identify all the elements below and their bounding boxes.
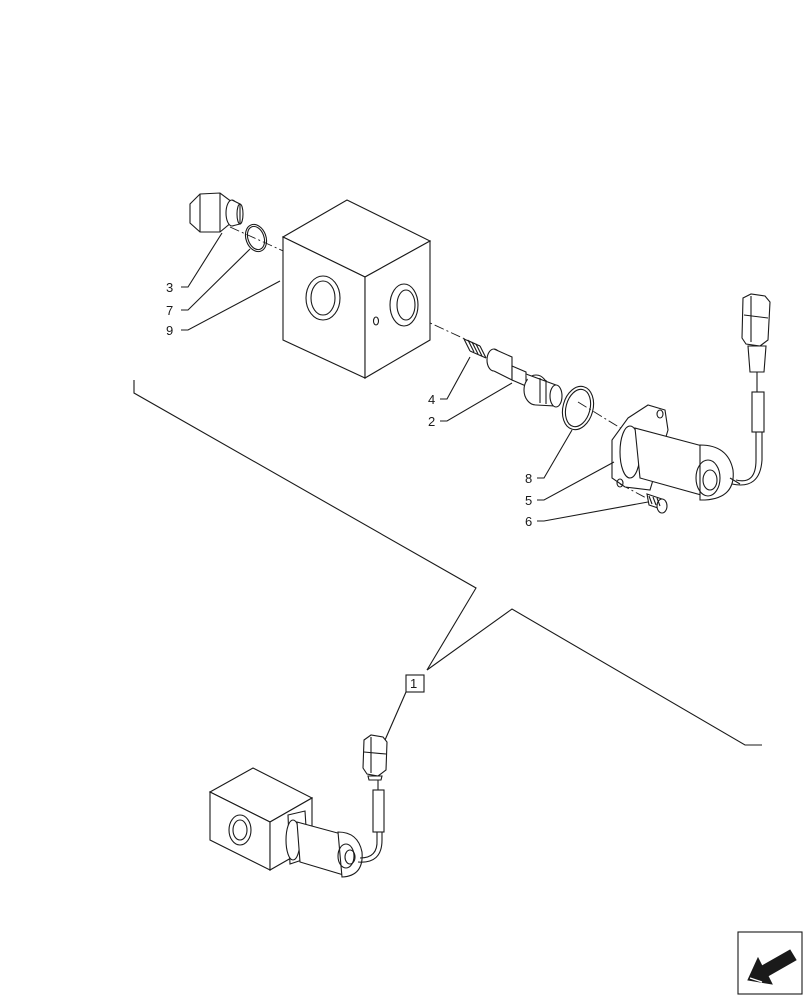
detail-leader-lines	[133, 380, 762, 746]
spool-part-2	[486, 348, 563, 408]
callout-1: 1	[410, 676, 417, 691]
screw-part-6	[646, 493, 668, 514]
o-ring-part-7	[244, 223, 268, 253]
callout-1-box: 1	[384, 674, 425, 741]
callout-6: 6	[525, 514, 532, 529]
callout-3: 3	[166, 280, 173, 295]
o-ring-part-8	[561, 385, 595, 431]
callout-5: 5	[525, 493, 532, 508]
plug-part-3	[189, 192, 244, 233]
assembled-valve	[208, 767, 385, 878]
callout-7: 7	[166, 303, 173, 318]
connector-bottom	[362, 734, 388, 781]
connector-top	[741, 293, 771, 433]
callout-4: 4	[428, 392, 435, 407]
direction-arrow-icon[interactable]	[737, 931, 803, 995]
callout-9: 9	[166, 323, 173, 338]
callout-2: 2	[428, 414, 435, 429]
callout-8: 8	[525, 471, 532, 486]
solenoid-part-5	[611, 392, 763, 501]
spring-part-4	[463, 338, 487, 359]
callouts-top: 3 7 9 4 2 8 5 6	[166, 232, 649, 529]
valve-block-part-9	[281, 199, 432, 379]
